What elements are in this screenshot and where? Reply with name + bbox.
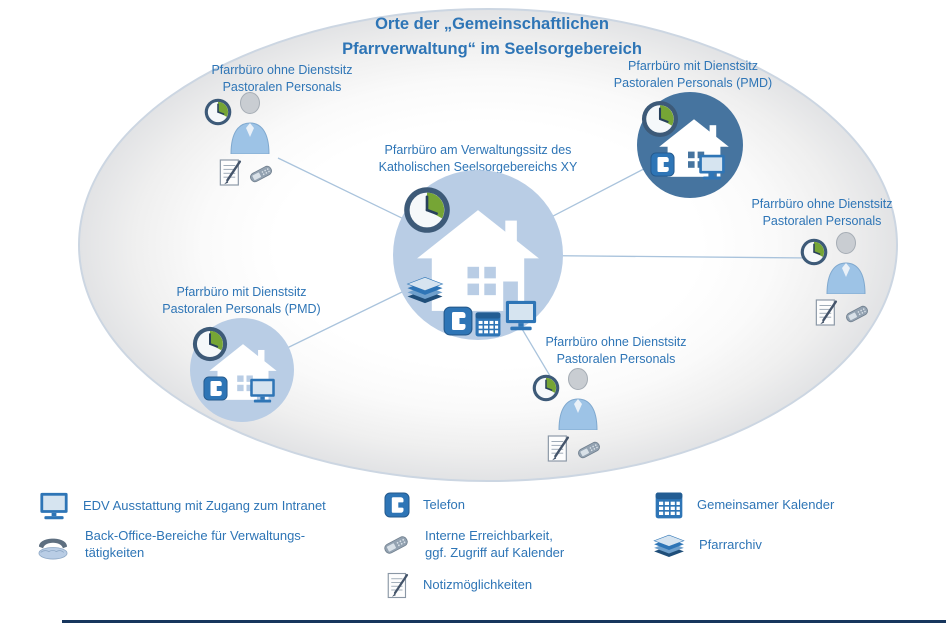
computer-icon bbox=[38, 492, 70, 521]
notes-icon bbox=[814, 298, 839, 327]
computer-icon bbox=[697, 154, 727, 181]
legend-kalender-label: Gemeinsamer Kalender bbox=[697, 496, 835, 512]
node-office-bottom-left-circle bbox=[190, 318, 294, 422]
telephone-icon bbox=[203, 376, 228, 401]
mobile-phone-icon bbox=[842, 302, 872, 326]
telephone-icon bbox=[384, 492, 410, 518]
legend-telefon-label: Telefon bbox=[423, 496, 465, 512]
label-office-top-left: Pfarrbüro ohne Dienstsitz Pastoralen Per… bbox=[211, 63, 353, 94]
legend-erreichbarkeit: Interne Erreichbarkeit, ggf. Zugriff auf… bbox=[380, 528, 564, 562]
legend-kalender: Gemeinsamer Kalender bbox=[654, 490, 834, 520]
label-office-bottom-center: Pfarrbüro ohne Dienstsitz Pastoralen Per… bbox=[545, 335, 687, 366]
node-office-top-left bbox=[204, 90, 296, 198]
legend-backoffice-label: Back-Office-Bereiche für Verwaltungs- tä… bbox=[85, 528, 306, 560]
legend-notiz-label: Notizmöglichkeiten bbox=[423, 577, 533, 593]
legend-backoffice: Back-Office-Bereiche für Verwaltungs- tä… bbox=[34, 528, 305, 562]
label-central-office: Pfarrbüro am Verwaltungssitz des Katholi… bbox=[378, 143, 578, 174]
node-office-top-right-circle bbox=[637, 92, 743, 198]
archive-icon bbox=[652, 532, 686, 558]
archive-icon bbox=[405, 274, 445, 304]
mobile-phone-icon bbox=[574, 438, 604, 462]
legend-edv-label: EDV Ausstattung mit Zugang zum Intranet bbox=[83, 498, 326, 514]
label-office-top-right: Pfarrbüro mit Dienstsitz Pastoralen Pers… bbox=[613, 59, 773, 90]
notes-icon bbox=[546, 434, 571, 463]
mobile-phone-icon bbox=[380, 532, 412, 558]
label-office-right: Pfarrbüro ohne Dienstsitz Pastoralen Per… bbox=[751, 197, 893, 228]
backoffice-icon bbox=[34, 530, 72, 560]
person-icon bbox=[226, 92, 274, 154]
node-office-right bbox=[800, 230, 892, 338]
legend-archiv: Pfarrarchiv bbox=[652, 532, 762, 558]
person-icon bbox=[822, 232, 870, 294]
legend-erreichbarkeit-label: Interne Erreichbarkeit, ggf. Zugriff auf… bbox=[425, 528, 565, 560]
legend-edv: EDV Ausstattung mit Zugang zum Intranet bbox=[38, 492, 326, 521]
person-icon bbox=[554, 368, 602, 430]
calendar-icon bbox=[474, 310, 502, 338]
computer-icon bbox=[503, 300, 539, 332]
notes-icon bbox=[218, 158, 243, 187]
calendar-icon bbox=[654, 490, 684, 520]
central-office-circle bbox=[393, 170, 563, 340]
mobile-phone-icon bbox=[246, 162, 276, 186]
computer-icon bbox=[248, 378, 277, 404]
diagram-title: Orte der „Gemeinschaftlichen Pfarrverwal… bbox=[342, 15, 642, 58]
legend-telefon: Telefon bbox=[384, 492, 465, 518]
notes-icon bbox=[386, 572, 410, 599]
legend-notiz: Notizmöglichkeiten bbox=[386, 572, 532, 599]
legend-archiv-label: Pfarrarchiv bbox=[699, 536, 762, 552]
label-office-bottom-left: Pfarrbüro mit Dienstsitz Pastoralen Pers… bbox=[162, 285, 321, 316]
telephone-icon bbox=[650, 152, 675, 177]
telephone-icon bbox=[443, 306, 473, 336]
footer-rule bbox=[62, 620, 946, 623]
node-office-bottom-center bbox=[532, 366, 624, 474]
